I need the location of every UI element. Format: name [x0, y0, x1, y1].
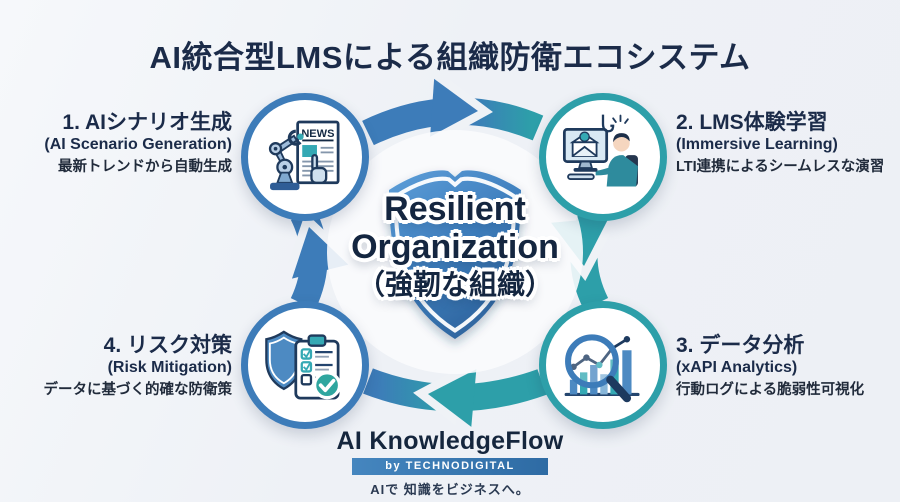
robot-news-icon: NEWS [268, 120, 340, 191]
node-subheading: (Risk Mitigation) [107, 359, 232, 377]
shield-checklist-icon [265, 330, 342, 400]
center-shield-icon [327, 130, 583, 374]
node-circle-mitigation [241, 301, 369, 429]
brand-tagline: AIで 知識をビジネスへ。 [370, 482, 530, 497]
node-subheading: (xAPI Analytics) [676, 359, 798, 377]
node-text-learning: 2. LMS体験学習 (Immersive Learning) LTI連携による… [676, 111, 898, 177]
center-label: Resilient Organization （強靭な組織） [275, 190, 635, 302]
phishing-training-icon [562, 114, 638, 187]
node-description: 行動ログによる脆弱性可視化 [676, 382, 865, 399]
node-description: データに基づく的確な防衛策 [43, 382, 233, 399]
node-subheading: (Immersive Learning) [676, 136, 838, 154]
center-line-2: Organization [351, 228, 559, 267]
analytics-magnifier-icon [564, 334, 640, 403]
node-text-analytics: 3. データ分析 (xAPI Analytics) 行動ログによる脆弱性可視化 [676, 334, 898, 400]
arrowhead-left-icon [428, 369, 477, 427]
brand-name: AI KnowledgeFlow [336, 427, 564, 455]
node-text-scenario: 1. AIシナリオ生成 (AI Scenario Generation) 最新ト… [17, 111, 232, 177]
center-line-3: （強靭な組織） [356, 268, 553, 300]
node-heading: 4. リスク対策 [103, 334, 232, 357]
node-subheading: (AI Scenario Generation) [44, 136, 232, 154]
brand-byline: by TECHNODIGITAL [352, 458, 548, 475]
node-circle-scenario: NEWS [241, 93, 369, 221]
arrow-top [362, 78, 544, 146]
node-description: LTI連携によるシームレスな演習 [676, 159, 885, 176]
node-text-mitigation: 4. リスク対策 (Risk Mitigation) データに基づく的確な防衛策 [17, 334, 233, 400]
news-label: NEWS [301, 128, 334, 140]
node-heading: 2. LMS体験学習 [676, 111, 828, 134]
node-heading: 1. AIシナリオ生成 [62, 111, 232, 134]
center-line-1: Resilient [384, 190, 526, 228]
node-circle-analytics [539, 301, 667, 429]
page-title: AI統合型LMSによる組織防衛エコシステム [149, 40, 751, 75]
arrowhead-right-icon [430, 78, 478, 137]
node-heading: 3. データ分析 [676, 334, 805, 357]
brand-footer: AI KnowledgeFlow by TECHNODIGITAL AIで 知識… [0, 427, 900, 498]
node-circle-learning [539, 93, 667, 221]
node-description: 最新トレンドから自動生成 [58, 159, 232, 176]
arrow-bottom [363, 367, 547, 427]
